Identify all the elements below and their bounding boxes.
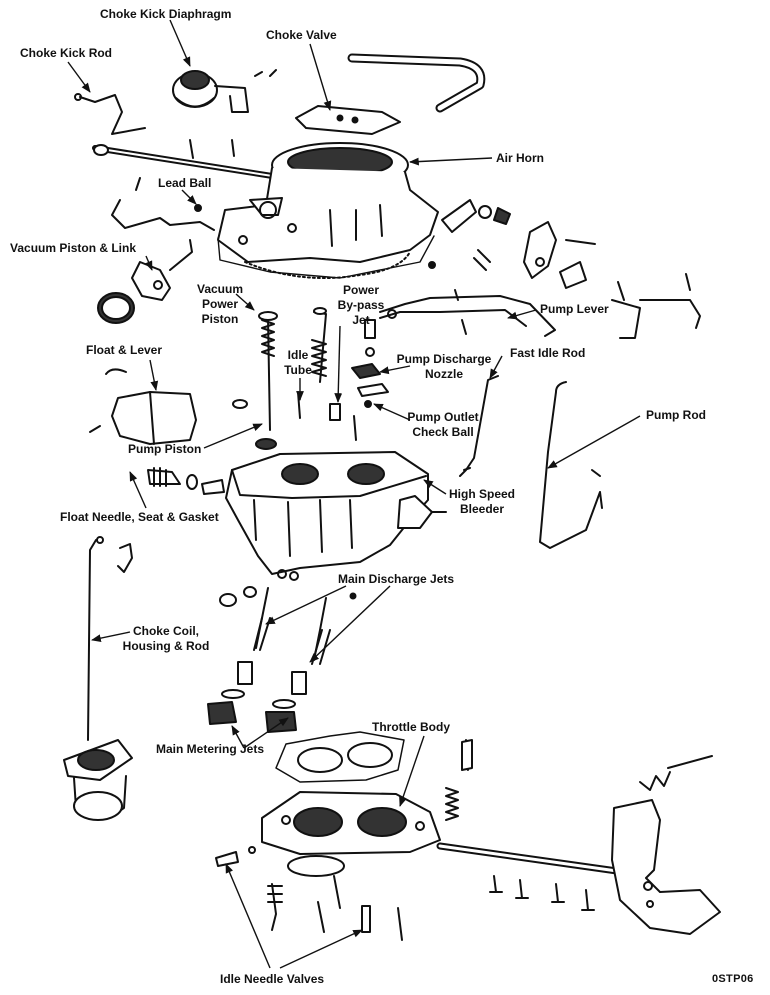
power-bypass-jet-part [364, 319, 376, 357]
label-air-horn: Air Horn [496, 151, 544, 165]
vacuum-piston-link-part [97, 239, 193, 324]
pump-lever-part [379, 289, 556, 337]
leader-fast-idle-rod [489, 355, 503, 379]
label-vacuum-power-piston-line1: Vacuum [196, 282, 244, 296]
leader-float-lever [149, 359, 159, 391]
main-body-part [225, 451, 447, 581]
label-pump-outlet-check-ball-line2: Check Ball [412, 425, 474, 439]
label-pump-discharge-nozzle-line1: Pump Discharge [396, 352, 492, 366]
label-pump-discharge-nozzle: Pump Discharge Nozzle [394, 352, 494, 382]
leader-pump-piston [203, 423, 263, 449]
label-high-speed-bleeder-line1: High Speed [448, 487, 515, 501]
label-choke-kick-diaphragm: Choke Kick Diaphragm [100, 7, 232, 21]
label-idle-needle-valves: Idle Needle Valves [220, 972, 325, 986]
float-lever-part [89, 368, 248, 445]
leader-choke-valve [309, 43, 332, 111]
choke-kick-diaphragm-part [172, 69, 277, 113]
float-needle-seat-part [147, 467, 225, 495]
leader-pump-lever [507, 309, 537, 320]
lead-ball-part [194, 204, 202, 212]
leader-throttle-body [399, 735, 425, 807]
label-vacuum-power-piston: Vacuum Power Piston [192, 282, 248, 327]
leader-high-speed-bleeder [423, 479, 447, 495]
label-pump-outlet-check-ball: Pump Outlet Check Ball [402, 410, 484, 440]
label-choke-kick-rod: Choke Kick Rod [20, 46, 113, 60]
label-choke-coil-housing-rod-line2: Housing & Rod [122, 639, 210, 653]
label-vacuum-power-piston-line2: Power [201, 297, 238, 311]
power-piston-part [258, 307, 327, 431]
label-power-bypass-jet-line2: By-pass [337, 298, 385, 312]
leader-float-needle-seat-gasket [129, 471, 147, 509]
leader-vacuum-piston-link [144, 255, 153, 271]
fast-idle-cam-part [428, 199, 511, 271]
label-idle-tube-line2: Tube [284, 363, 312, 377]
choke-shaft-part [92, 144, 288, 181]
leader-idle-needle-valves-left [225, 863, 271, 969]
main-metering-jets-part [207, 661, 307, 733]
leader-main-discharge-jets-right [309, 585, 391, 663]
throttle-lever-part [523, 221, 701, 339]
leader-air-horn [409, 157, 493, 166]
leader-lead-ball [181, 189, 197, 205]
choke-kick-rod-part [74, 93, 146, 135]
leader-choke-kick-rod [67, 61, 91, 93]
label-power-bypass-jet-line3: Jet [352, 313, 370, 327]
leader-vacuum-power-piston [235, 293, 255, 311]
label-choke-coil-housing-rod: Choke Coil, Housing & Rod [118, 624, 214, 654]
idle-needle-valves-part [215, 846, 403, 941]
label-throttle-body: Throttle Body [372, 720, 450, 734]
leader-choke-kick-diaphragm [169, 19, 191, 67]
choke-valve-part [295, 105, 401, 135]
label-high-speed-bleeder: High Speed Bleeder [444, 487, 520, 517]
label-high-speed-bleeder-line2: Bleeder [459, 502, 505, 516]
label-power-bypass-jet-line1: Power [342, 283, 379, 297]
figure-code: 0STP06 [712, 973, 754, 985]
label-idle-tube-line1: Idle [287, 348, 309, 362]
throttle-body-part [261, 791, 441, 855]
label-power-bypass-jet: Power By-pass Jet [332, 283, 390, 328]
label-pump-lever: Pump Lever [540, 302, 609, 316]
label-float-needle-seat-gasket: Float Needle, Seat & Gasket [60, 510, 219, 524]
label-main-discharge-jets: Main Discharge Jets [338, 572, 455, 586]
label-choke-coil-housing-rod-line1: Choke Coil, [132, 624, 199, 638]
pump-piston-part [255, 438, 277, 450]
leader-idle-needle-valves-right [279, 929, 363, 969]
leader-pump-rod [547, 415, 641, 469]
label-choke-valve: Choke Valve [266, 28, 337, 42]
leader-choke-coil-housing-rod [91, 631, 131, 643]
air-horn-part [217, 142, 439, 279]
throttle-lever-bracket-part [611, 799, 721, 935]
label-pump-outlet-check-ball-line1: Pump Outlet [407, 410, 479, 424]
label-lead-ball: Lead Ball [158, 176, 212, 190]
label-float-lever: Float & Lever [86, 343, 163, 357]
label-vacuum-power-piston-line3: Piston [201, 312, 239, 326]
throttle-stop-screw-part [445, 739, 713, 821]
throttle-shaft-part [436, 842, 628, 876]
throttle-body-gasket-part [275, 731, 405, 783]
leader-main-metering-jets-left [231, 725, 245, 749]
pump-discharge-nozzle-part [351, 363, 389, 408]
vent-tube-part [347, 53, 486, 113]
label-pump-discharge-nozzle-line2: Nozzle [424, 367, 463, 381]
label-pump-piston: Pump Piston [128, 442, 202, 456]
leader-pump-discharge-nozzle [379, 365, 411, 375]
leader-main-metering-jets-right [243, 717, 289, 749]
label-fast-idle-rod: Fast Idle Rod [510, 346, 586, 360]
main-discharge-jets-part [219, 586, 357, 665]
leader-power-bypass-jet [334, 325, 343, 403]
leader-pump-outlet-check-ball [373, 403, 411, 421]
label-vacuum-piston-link: Vacuum Piston & Link [10, 241, 137, 255]
leader-main-discharge-jets-left [265, 585, 347, 625]
label-main-metering-jets: Main Metering Jets [156, 742, 265, 756]
label-pump-rod: Pump Rod [646, 408, 706, 422]
label-idle-tube: Idle Tube [278, 348, 318, 378]
choke-coil-housing-rod-part [63, 536, 133, 821]
pump-rod-part [539, 381, 603, 549]
